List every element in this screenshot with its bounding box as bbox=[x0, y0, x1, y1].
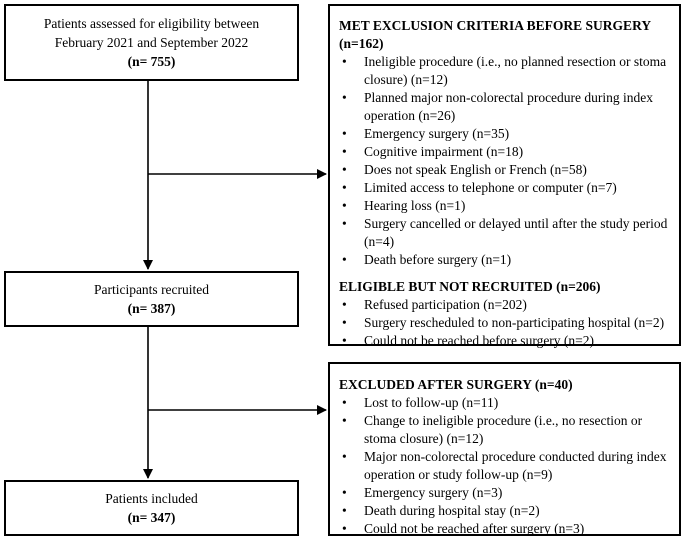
included-label: Patients included bbox=[105, 491, 198, 506]
excluded-before-box: MET EXCLUSION CRITERIA BEFORE SURGERY (n… bbox=[328, 4, 681, 350]
recruited-count: (n= 387) bbox=[127, 301, 176, 316]
list-item: Could not be reached before surgery (n=2… bbox=[339, 332, 671, 350]
list-item: Emergency surgery (n=35) bbox=[339, 125, 671, 143]
excluded-before-count: (n=162) bbox=[339, 36, 384, 51]
assessed-count: (n= 755) bbox=[127, 54, 176, 69]
excluded-before-title: MET EXCLUSION CRITERIA BEFORE SURGERY bbox=[339, 18, 652, 33]
list-item: Death before surgery (n=1) bbox=[339, 251, 671, 269]
assessed-line1: Patients assessed for eligibility betwee… bbox=[43, 16, 260, 31]
excluded-after-box: EXCLUDED AFTER SURGERY (n=40) Lost to fo… bbox=[328, 362, 681, 538]
list-item: Limited access to telephone or computer … bbox=[339, 179, 671, 197]
list-item: Cognitive impairment (n=18) bbox=[339, 143, 671, 161]
list-item: Death during hospital stay (n=2) bbox=[339, 502, 671, 520]
list-item: Does not speak English or French (n=58) bbox=[339, 161, 671, 179]
list-item: Emergency surgery (n=3) bbox=[339, 484, 671, 502]
assessed-box: Patients assessed for eligibility betwee… bbox=[4, 4, 299, 81]
excluded-before-list: Ineligible procedure (i.e., no planned r… bbox=[339, 53, 671, 269]
not-recruited-title: ELIGIBLE BUT NOT RECRUITED (n=206) bbox=[339, 279, 601, 294]
assessed-line2: February 2021 and September 2022 bbox=[54, 35, 249, 50]
list-item: Surgery rescheduled to non-participating… bbox=[339, 314, 671, 332]
included-count: (n= 347) bbox=[127, 510, 176, 525]
excluded-after-list: Lost to follow-up (n=11) Change to ineli… bbox=[339, 394, 671, 538]
excluded-after-title: EXCLUDED AFTER SURGERY (n=40) bbox=[339, 377, 573, 392]
list-item: Ineligible procedure (i.e., no planned r… bbox=[339, 53, 671, 89]
list-item: Hearing loss (n=1) bbox=[339, 197, 671, 215]
list-item: Change to ineligible procedure (i.e., no… bbox=[339, 412, 671, 448]
recruited-box: Participants recruited (n= 387) bbox=[4, 271, 299, 327]
list-item: Lost to follow-up (n=11) bbox=[339, 394, 671, 412]
recruited-label: Participants recruited bbox=[93, 282, 210, 297]
list-item: Major non-colorectal procedure conducted… bbox=[339, 448, 671, 484]
list-item: Planned major non-colorectal procedure d… bbox=[339, 89, 671, 125]
list-item: Refused participation (n=202) bbox=[339, 296, 671, 314]
included-box: Patients included (n= 347) bbox=[4, 480, 299, 536]
not-recruited-list: Refused participation (n=202) Surgery re… bbox=[339, 296, 671, 350]
list-item: Could not be reached after surgery (n=3) bbox=[339, 520, 671, 538]
list-item: Surgery cancelled or delayed until after… bbox=[339, 215, 671, 251]
